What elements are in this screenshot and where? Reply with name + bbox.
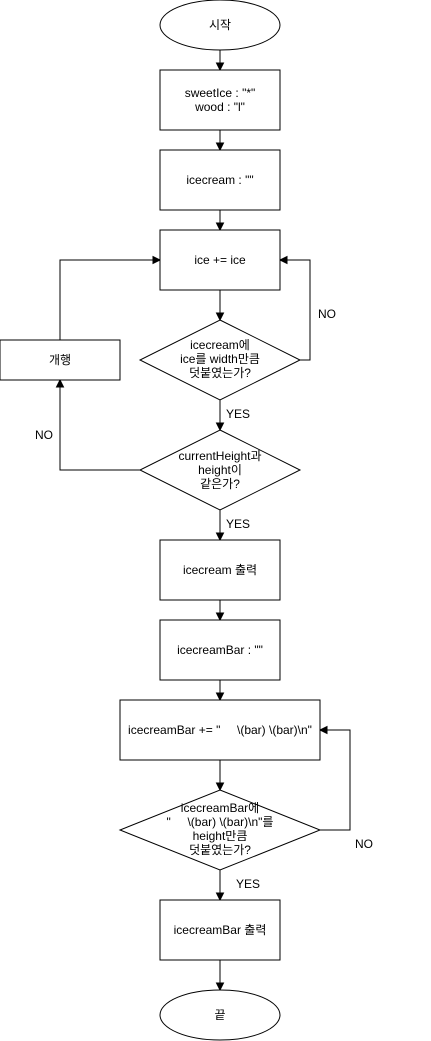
edge-check-bar-no-loop (320, 729, 351, 831)
init-line-1: sweetIce : "*" (185, 86, 256, 100)
print-icecream-label: icecream 출력 (183, 563, 257, 577)
arrowhead (278, 255, 288, 265)
arrowhead (215, 532, 225, 542)
check-width-line-3: 덧붙였는가? (189, 366, 251, 380)
yes-label-height: YES (226, 517, 250, 531)
check-bar-line-1: icecreamBar에 (181, 801, 259, 815)
no-label-height: NO (35, 428, 53, 442)
append-ice-label: ice += ice (194, 253, 246, 267)
edge-check-height-no (59, 387, 140, 471)
edge-newline-to-append (59, 259, 153, 340)
print-icecream-box (159, 539, 281, 601)
check-bar-line-3: height만큼 (193, 829, 248, 843)
check-height-line-2: height이 (198, 463, 242, 477)
check-height-line-1: currentHeight과 (178, 449, 261, 463)
arrowhead (215, 312, 225, 322)
check-width-line-2: ice를 width만큼 (180, 352, 260, 366)
bar-init-box (159, 619, 281, 681)
check-height-line-3: 같은가? (200, 477, 240, 491)
yes-label-bar: YES (236, 877, 260, 891)
branch-labels: NO YES NO YES NO YES (35, 307, 373, 891)
icecream-init-label: icecream : "" (186, 173, 253, 187)
init-line-2: wood : "l" (194, 100, 245, 114)
arrowhead (215, 142, 225, 152)
icecream-init-box (159, 149, 281, 211)
arrowhead (55, 378, 65, 388)
end-label: 끝 (214, 1008, 225, 1022)
check-bar-decision (118, 789, 322, 871)
arrowhead (215, 692, 225, 702)
check-height-decision (138, 429, 302, 511)
arrowhead (215, 422, 225, 432)
arrowhead (152, 255, 162, 265)
newline-box (0, 339, 121, 381)
init-box (159, 69, 281, 131)
arrowhead (215, 982, 225, 992)
arrowhead (215, 62, 225, 72)
start-terminator (159, 0, 281, 51)
start-label: 시작 (209, 18, 231, 32)
no-label-width: NO (318, 307, 336, 321)
edge-check-width-no-loop (287, 259, 311, 361)
check-bar-line-4: 덧붙였는가? (189, 843, 251, 857)
end-terminator (159, 989, 281, 1041)
check-bar-line-2: " \(bar) \(bar)\n"를 (167, 815, 274, 829)
arrowhead (215, 222, 225, 232)
arrowhead (215, 892, 225, 902)
append-bar-box (119, 699, 321, 761)
append-bar-label: icecreamBar += " \(bar) \(bar)\n" (128, 723, 312, 737)
no-label-bar: NO (355, 837, 373, 851)
arrowhead (215, 782, 225, 792)
yes-label-width: YES (226, 407, 250, 421)
print-bar-box (159, 899, 281, 961)
check-width-decision (138, 319, 302, 401)
print-bar-label: icecreamBar 출력 (174, 923, 267, 937)
append-ice-box (159, 229, 281, 291)
nodes: 시작 sweetIce : "*" wood : "l" icecream : … (0, 0, 322, 1041)
arrowhead (318, 725, 328, 735)
newline-label: 개행 (49, 352, 71, 367)
check-width-line-1: icecream에 (190, 338, 250, 352)
arrowhead (215, 612, 225, 622)
bar-init-label: icecreamBar : "" (177, 643, 263, 657)
connectors (55, 50, 351, 992)
